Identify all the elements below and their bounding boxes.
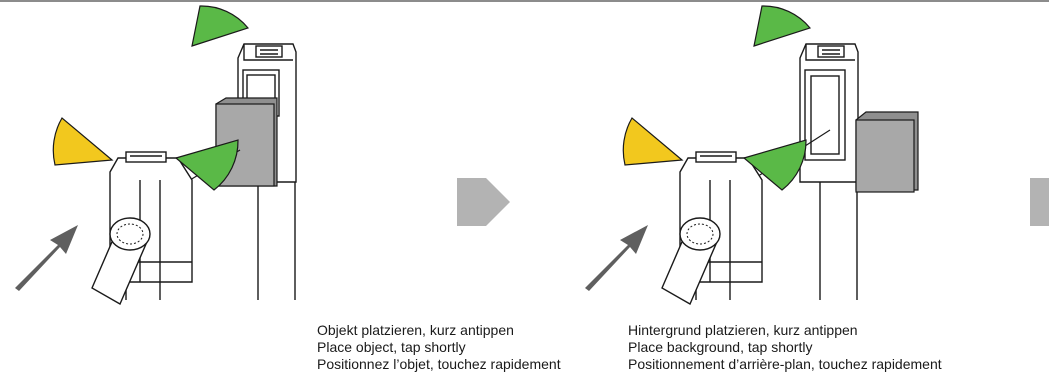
caption-fr: Positionnez l’objet, touchez rapidement [317,356,561,372]
caption-de: Hintergrund platzieren, kurz antippen [628,322,858,338]
top-divider [0,0,1049,2]
green-beam-icon [191,5,250,47]
yellow-indicator-icon [622,117,684,166]
background-plate [855,111,919,193]
motion-arrow-icon [585,225,648,291]
caption-en: Place object, tap shortly [317,339,466,355]
panel-object [15,5,297,305]
caption-fr: Positionnement d’arrière-plan, touchez r… [628,356,942,372]
caption-de: Objekt platzieren, kurz antippen [317,322,514,338]
cable [91,217,151,305]
green-beam-icon [742,139,807,191]
panel-background [585,5,919,305]
receiver-sensor [799,43,859,300]
yellow-indicator-icon [52,117,114,166]
cable [661,217,721,305]
step-caption-background: Hintergrund platzieren, kurz antippen Pl… [628,322,942,373]
green-beam-icon [753,5,812,47]
caption-en: Place background, tap shortly [628,339,813,355]
step-caption-object: Objekt platzieren, kurz antippen Place o… [317,322,561,373]
next-step-arrow-body [457,178,486,226]
green-beam-icon [174,139,239,191]
next-step-arrow-icon [1030,178,1049,226]
motion-arrow-icon [15,225,78,291]
